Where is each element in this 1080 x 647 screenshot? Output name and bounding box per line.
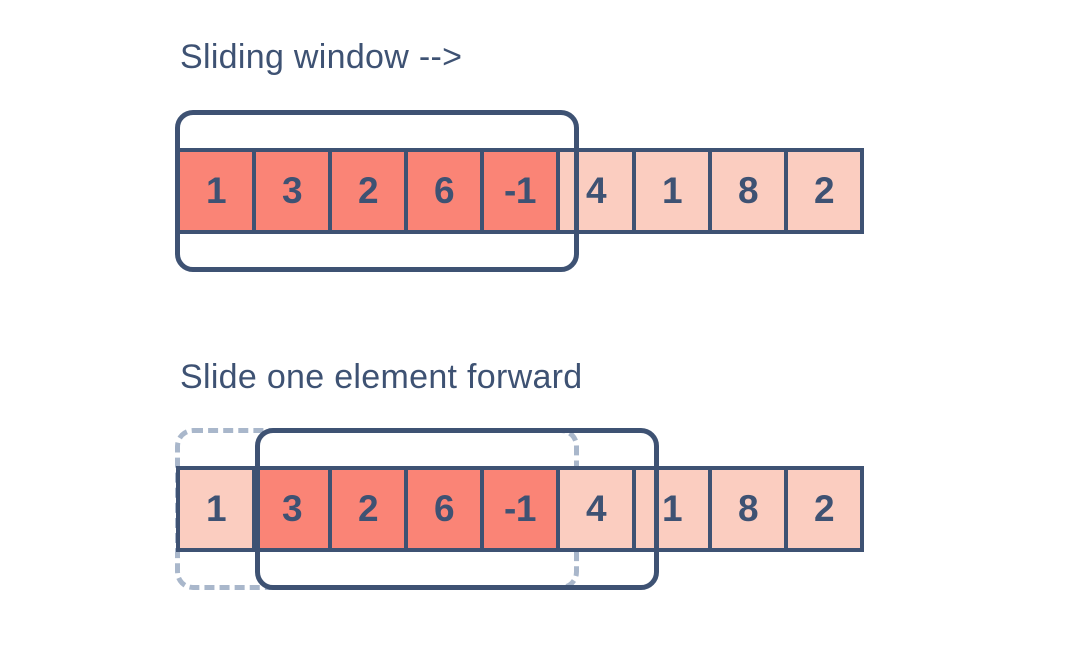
panel-1-caption: Sliding window --> bbox=[180, 38, 463, 76]
array-cell[interactable]: 2 bbox=[784, 466, 864, 552]
array-cell[interactable]: 3 bbox=[252, 148, 332, 234]
array-cell[interactable]: -1 bbox=[480, 148, 560, 234]
array-cell[interactable]: 1 bbox=[632, 148, 712, 234]
array-cell[interactable]: 1 bbox=[176, 148, 256, 234]
panel-2-caption: Slide one element forward bbox=[180, 358, 583, 396]
array-cell[interactable]: 1 bbox=[176, 466, 256, 552]
sliding-window-frame-current[interactable] bbox=[255, 428, 659, 590]
sliding-window-frame[interactable] bbox=[175, 110, 579, 272]
array-cell[interactable]: 2 bbox=[328, 148, 408, 234]
panel-1-array: 1 3 2 6 -1 4 1 8 2 bbox=[176, 148, 864, 234]
array-cell[interactable]: 4 bbox=[556, 466, 636, 552]
array-cell[interactable]: 8 bbox=[708, 148, 788, 234]
array-cell[interactable]: 8 bbox=[708, 466, 788, 552]
panel-2-array: 1 3 2 6 -1 4 1 8 2 bbox=[176, 466, 864, 552]
array-cell[interactable]: 2 bbox=[784, 148, 864, 234]
array-cell[interactable]: 2 bbox=[328, 466, 408, 552]
